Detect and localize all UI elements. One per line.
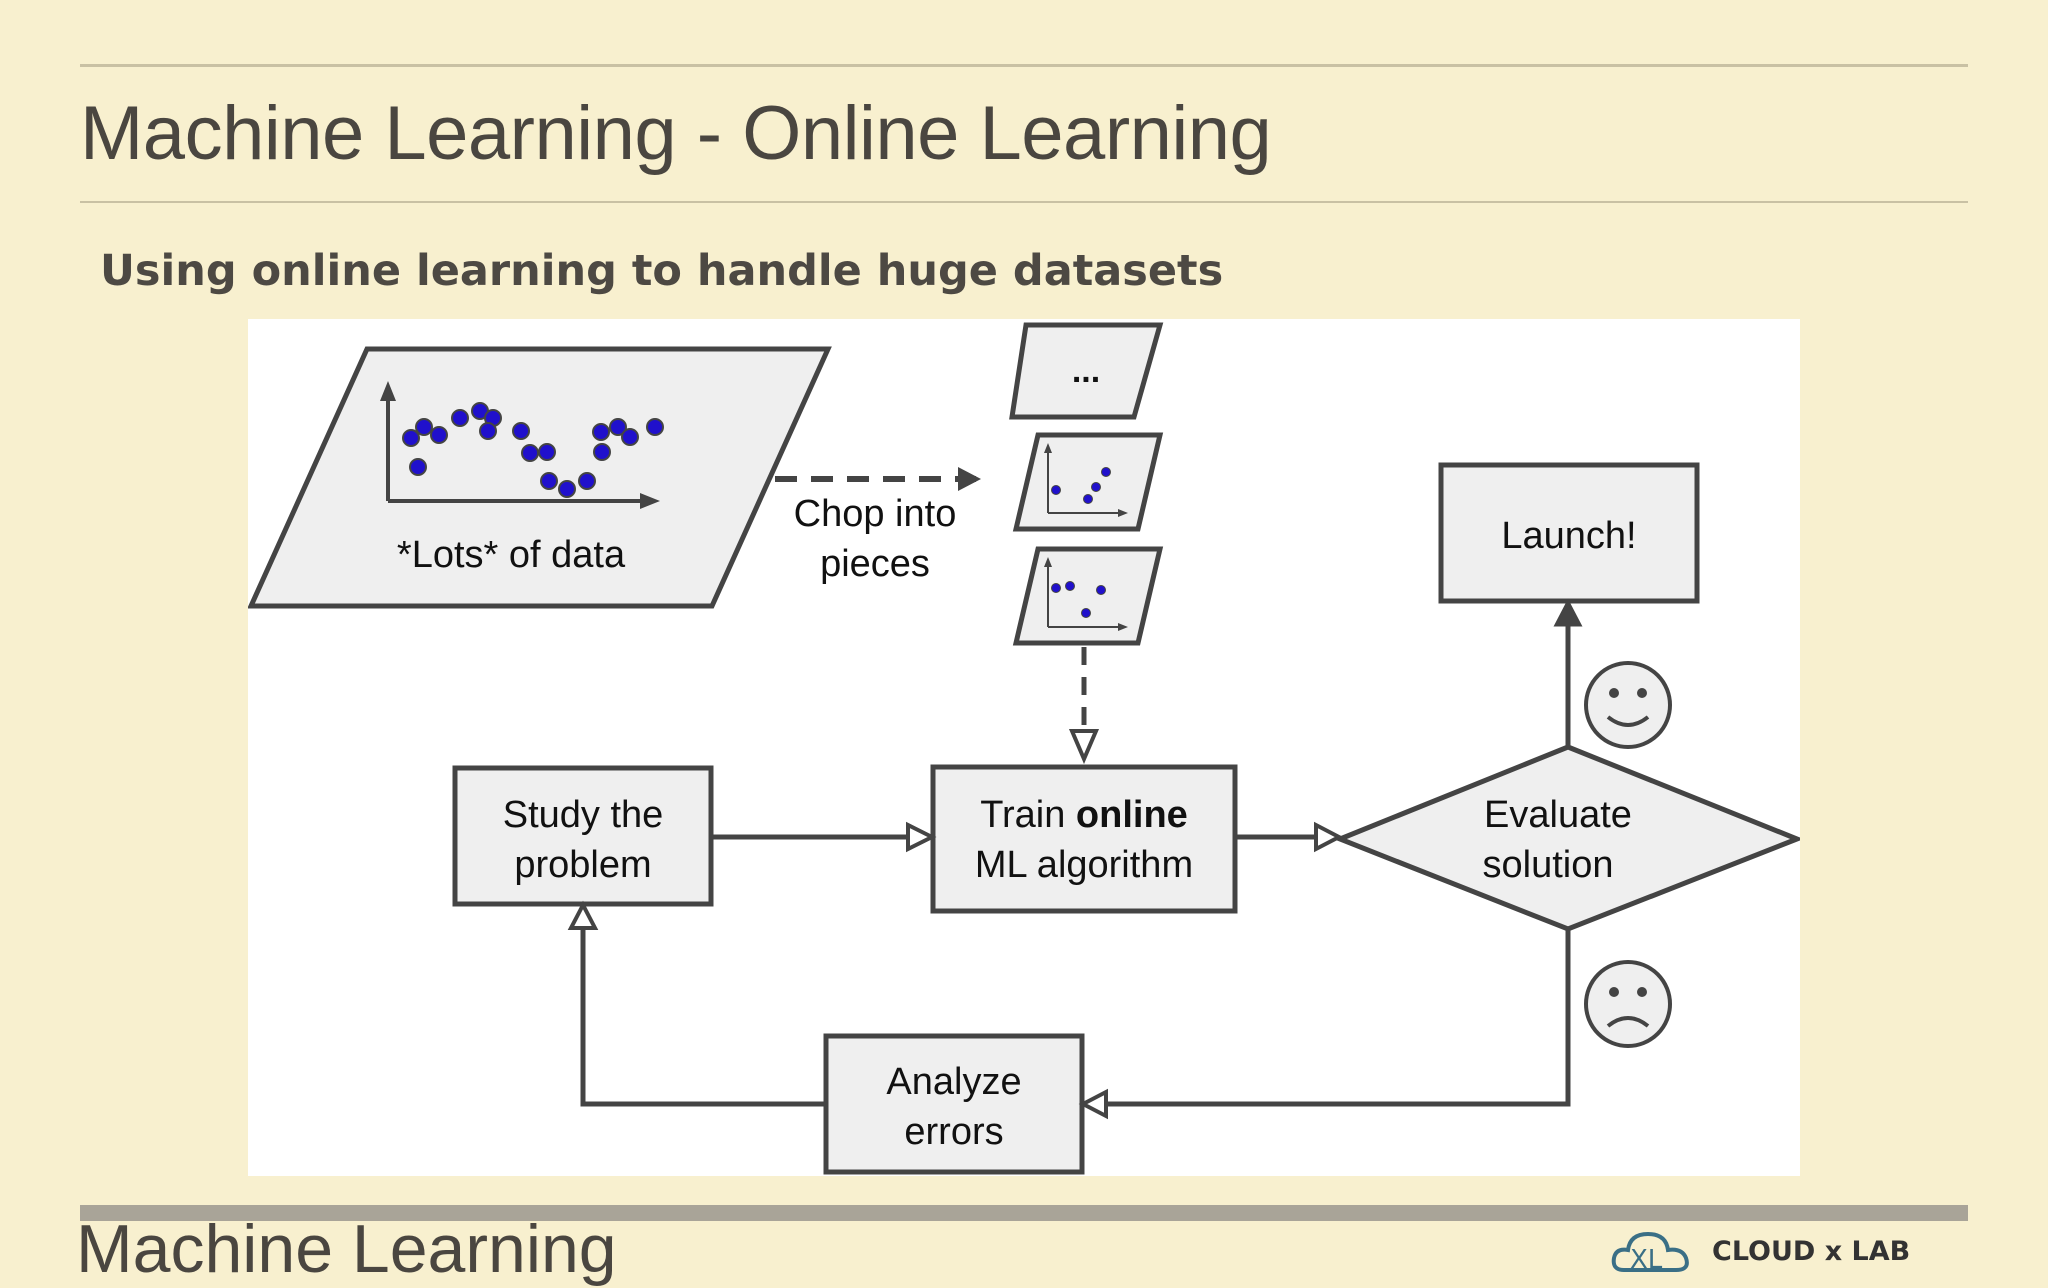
slide-title: Machine Learning - Online Learning	[80, 91, 1272, 176]
analyze-label-line1: Analyze	[886, 1061, 1021, 1103]
sad-face-icon	[1584, 960, 1672, 1048]
piece-chart-2	[1012, 546, 1164, 646]
train-label-line2: ML algorithm	[975, 844, 1193, 886]
lots-of-data-shape	[248, 346, 832, 609]
footer-bar	[80, 1205, 1968, 1221]
evaluate-label-line1: Evaluate	[1484, 794, 1632, 836]
cloudxlab-logo: XL CLOUD x LAB	[1610, 1222, 1940, 1278]
train-label-plain: Train	[980, 794, 1076, 836]
logo-text: CLOUD x LAB	[1712, 1236, 1911, 1267]
chop-label-line2: pieces	[820, 543, 930, 585]
train-online-box	[930, 764, 1238, 914]
chop-label-line1: Chop into	[794, 493, 957, 535]
online-learning-diagram: *Lots* of data Chop into pieces ... Laun…	[248, 322, 1800, 1175]
study-label-line2: problem	[514, 844, 651, 886]
title-rule	[80, 201, 1968, 203]
diagram-panel: *Lots* of data Chop into pieces ... Laun…	[248, 319, 1800, 1176]
lots-of-data-label: *Lots* of data	[397, 534, 626, 576]
launch-box	[1438, 462, 1700, 604]
cloud-logo-icon: XL	[1611, 1231, 1689, 1275]
svg-text:XL: XL	[1630, 1245, 1663, 1275]
top-rule	[80, 64, 1968, 67]
ellipsis-label: ...	[1072, 352, 1100, 390]
piece-dots	[1051, 467, 1111, 618]
happy-face-icon	[1584, 661, 1672, 749]
study-label-line1: Study the	[503, 794, 664, 836]
train-label-line1: Train online	[980, 794, 1188, 836]
analyze-label-line2: errors	[904, 1111, 1003, 1153]
data-points	[402, 402, 664, 498]
piece-chart-1	[1012, 432, 1164, 532]
footer-title: Machine Learning	[76, 1211, 617, 1287]
piece-ellipsis	[1009, 322, 1164, 420]
launch-label: Launch!	[1501, 515, 1636, 557]
train-label-bold: online	[1076, 794, 1188, 836]
slide-subtitle: Using online learning to handle huge dat…	[100, 246, 1224, 296]
evaluate-label-line2: solution	[1483, 844, 1614, 886]
